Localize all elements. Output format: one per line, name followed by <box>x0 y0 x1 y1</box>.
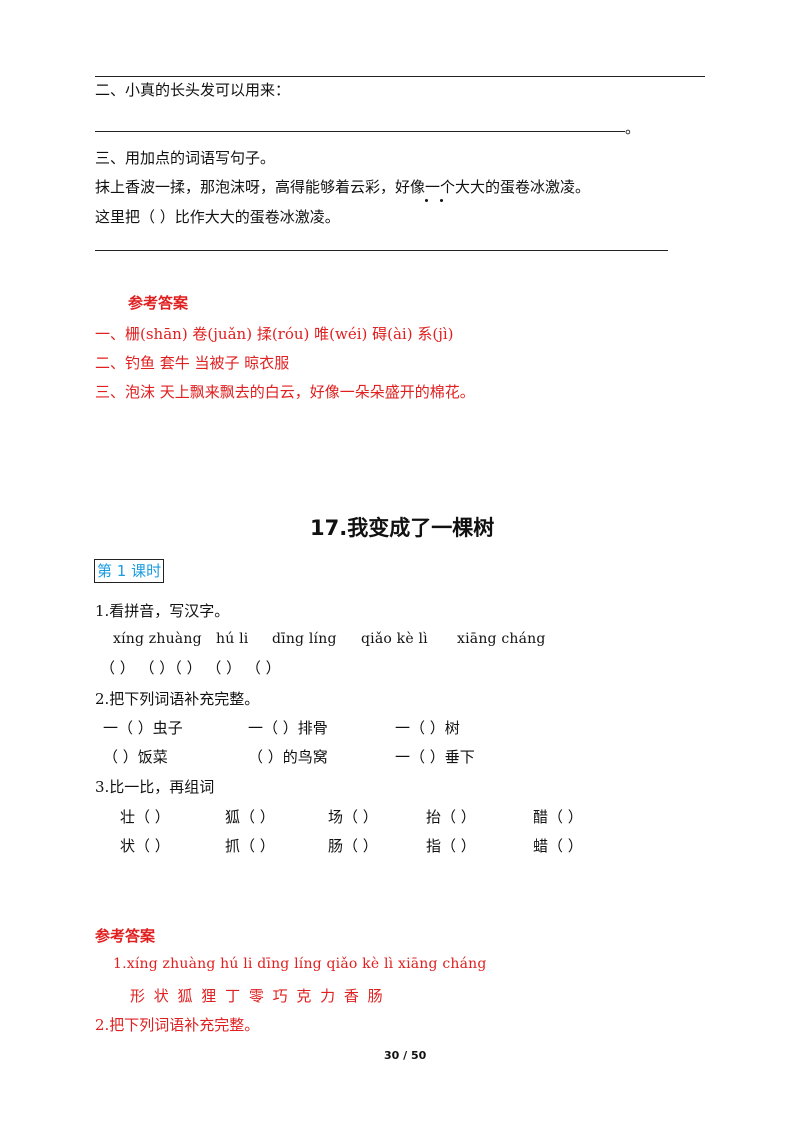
answers-heading-top: 参考答案 <box>128 294 189 312</box>
answer-1: 一、栅(shān) 卷(juǎn) 揉(róu) 唯(wéi) 碍(ài) 系(… <box>95 325 454 343</box>
compare-item: 醋（ ） <box>533 808 583 826</box>
pinyin-blanks: （ ） （ ）（ ） （ ） （ ） <box>100 659 281 677</box>
compare-item: 抓（ ） <box>225 837 275 855</box>
compare-item: 状（ ） <box>120 837 170 855</box>
fill-item: 一（ ）垂下 <box>395 748 475 766</box>
answer-2: 二、钓鱼 套牛 当被子 晾衣服 <box>95 354 290 372</box>
answer-q2-label: 2.把下列词语补充完整。 <box>95 1016 260 1034</box>
pinyin-item: dīng líng <box>272 631 337 647</box>
compare-item: 场（ ） <box>328 808 378 826</box>
lesson-q1-label: 1.看拼音，写汉字。 <box>95 602 230 620</box>
fill-item: 一（ ）虫子 <box>103 719 183 737</box>
compare-item: 指（ ） <box>426 837 476 855</box>
answers-heading-bottom: 参考答案 <box>95 927 156 945</box>
compare-item: 肠（ ） <box>328 837 378 855</box>
question-2-label: 二、小真的长头发可以用来： <box>95 81 291 99</box>
fill-item: （ ）的鸟窝 <box>248 748 328 766</box>
question-3-label: 三、用加点的词语写句子。 <box>95 149 276 167</box>
compare-item: 壮（ ） <box>120 808 170 826</box>
question-3-prompt: 这里把（ ）比作大大的蛋卷冰激凌。 <box>95 208 340 226</box>
lesson-q2-label: 2.把下列词语补充完整。 <box>95 690 260 708</box>
fill-item: 一（ ）排骨 <box>248 719 328 737</box>
compare-item: 抬（ ） <box>426 808 476 826</box>
answer-line-q3 <box>95 250 668 251</box>
pinyin-item: xíng zhuàng <box>113 631 202 647</box>
answer-line-q2-period: 。 <box>625 119 641 137</box>
pinyin-item: qiǎo kè lì <box>361 631 428 647</box>
compare-item: 蜡（ ） <box>533 837 583 855</box>
page-number: 30 / 50 <box>384 1049 427 1062</box>
answer-line-q2 <box>95 131 625 132</box>
answer-chars: 形 状 狐 狸 丁 零 巧 克 力 香 肠 <box>130 987 383 1005</box>
fill-item: （ ）饭菜 <box>103 748 168 766</box>
emphasis-dot <box>440 199 443 202</box>
pinyin-item: hú li <box>216 631 249 647</box>
lesson-q3-label: 3.比一比，再组词 <box>95 778 215 796</box>
lesson-title: 17.我变成了一棵树 <box>310 516 495 540</box>
period-tag: 第 1 课时 <box>94 559 165 583</box>
answer-line-top <box>95 76 705 77</box>
fill-item: 一（ ）树 <box>395 719 460 737</box>
question-3-sentence: 抹上香波一揉，那泡沫呀，高得能够着云彩，好像一个大大的蛋卷冰激凌。 <box>95 178 591 196</box>
answer-3: 三、泡沫 天上飘来飘去的白云，好像一朵朵盛开的棉花。 <box>95 383 475 401</box>
pinyin-item: xiāng cháng <box>457 631 546 647</box>
emphasis-dot <box>425 199 428 202</box>
answer-pinyin: 1.xíng zhuàng hú li dīng líng qiǎo kè lì… <box>113 956 487 972</box>
compare-item: 狐（ ） <box>225 808 275 826</box>
